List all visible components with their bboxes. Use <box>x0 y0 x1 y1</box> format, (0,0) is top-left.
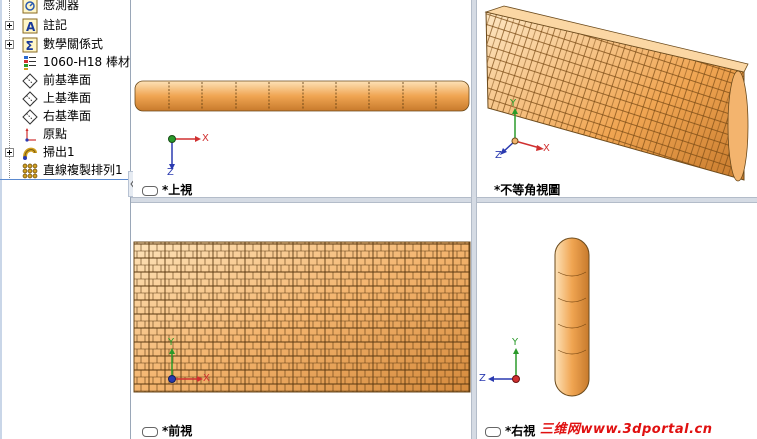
tree-item-label: 上基準面 <box>43 91 92 105</box>
viewport-label[interactable]: *右視 <box>485 422 535 439</box>
annotation-icon: A <box>22 18 38 34</box>
axis-y-label: Y <box>168 337 175 348</box>
link-views-icon <box>142 185 158 196</box>
viewport-label[interactable]: *不等角視圖 <box>494 183 561 197</box>
viewport-label[interactable]: *上視 <box>142 181 192 197</box>
origin-icon <box>25 128 36 142</box>
svg-text:A: A <box>26 20 36 34</box>
tree-item-label: 1060-H18 棒材 <box>43 55 130 69</box>
viewport-label[interactable]: *前視 <box>142 422 192 439</box>
plane-icon <box>22 91 38 107</box>
tree-item-sweep1[interactable]: 掃出1 <box>0 144 130 162</box>
tree-item-right-plane[interactable]: 右基準面 <box>0 108 130 126</box>
axis-x-label: X <box>202 133 209 144</box>
tree-item-label: 掃出1 <box>43 145 75 159</box>
tree-item-material[interactable]: 1060-H18 棒材 <box>0 54 130 72</box>
front-view-model <box>133 241 471 393</box>
viewport-horizontal-splitter[interactable] <box>131 197 757 203</box>
viewport-vertical-splitter[interactable] <box>471 0 477 439</box>
tree-connector-line <box>9 0 10 180</box>
expand-plus-icon[interactable] <box>5 148 14 157</box>
axis-z-label: Z <box>479 373 486 384</box>
expand-plus-icon[interactable] <box>5 40 14 49</box>
axis-z-label: Z <box>167 167 174 178</box>
tree-item-label: 註記 <box>43 18 68 32</box>
tree-item-sensors[interactable]: 感測器 <box>0 0 130 15</box>
tree-item-label: 右基準面 <box>43 109 92 123</box>
triad-front <box>168 348 203 383</box>
feature-tree: 感測器 A 註記 Σ 數學關係式 1060-H18 棒材 前基準面 上基準面 右… <box>0 0 131 439</box>
sensor-icon <box>22 0 38 14</box>
tree-item-label: 原點 <box>43 127 68 141</box>
link-views-icon <box>485 426 501 437</box>
axis-x-label: X <box>203 373 210 384</box>
right-view-model <box>488 237 590 397</box>
plane-icon <box>22 73 38 89</box>
isometric-view-model <box>484 5 749 182</box>
viewport-front[interactable]: X Y *前視 <box>133 202 471 439</box>
tree-item-label: 直線複製排列1 <box>43 163 123 177</box>
tree-item-equations[interactable]: Σ 數學關係式 <box>0 36 130 54</box>
link-views-icon <box>142 426 158 437</box>
watermark-text: 三维网www.3dportal.cn <box>540 422 713 437</box>
viewport-isometric[interactable]: X Y Z *不等角視圖 <box>476 0 757 197</box>
expand-plus-icon[interactable] <box>5 21 14 30</box>
triad-iso <box>500 108 544 155</box>
axis-y-label: Y <box>512 337 519 348</box>
tree-item-origin[interactable]: 原點 <box>0 126 130 144</box>
axis-y-label: Y <box>510 98 517 109</box>
sweep-icon <box>23 147 37 160</box>
tree-item-label: 數學關係式 <box>43 37 104 51</box>
tree-item-label: 感測器 <box>43 0 80 12</box>
viewport-top[interactable]: X Z *上視 <box>133 0 471 197</box>
viewport-right[interactable]: Y Z *右視 <box>476 202 757 439</box>
rollback-bar[interactable] <box>0 179 130 180</box>
tree-item-linear-pattern1[interactable]: 直線複製排列1 <box>0 162 130 180</box>
svg-text:Σ: Σ <box>26 39 34 53</box>
top-view-model <box>134 80 470 170</box>
plane-icon <box>22 109 38 125</box>
linear-pattern-icon <box>22 163 38 179</box>
material-icon <box>24 56 36 70</box>
triad-right <box>488 348 520 383</box>
tree-left-edge <box>0 0 2 439</box>
tree-item-top-plane[interactable]: 上基準面 <box>0 90 130 108</box>
tree-item-label: 前基準面 <box>43 73 92 87</box>
tree-item-front-plane[interactable]: 前基準面 <box>0 72 130 90</box>
triad-top <box>168 135 201 170</box>
axis-x-label: X <box>543 143 550 154</box>
tree-item-annotations[interactable]: A 註記 <box>0 17 130 35</box>
axis-z-label: Z <box>495 150 502 161</box>
equations-icon: Σ <box>22 37 38 53</box>
